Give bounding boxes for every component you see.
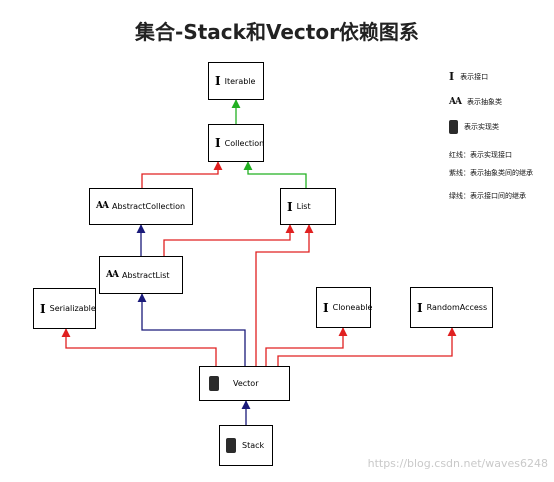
abstract-class-icon: AA — [96, 201, 109, 211]
interface-icon: I — [323, 300, 329, 315]
legend-interface: I 表示接口 — [449, 71, 488, 82]
node-list[interactable]: I List — [280, 188, 336, 225]
node-label: Iterable — [224, 76, 256, 86]
node-label: Collection — [224, 138, 265, 148]
node-randomaccess[interactable]: I RandomAccess — [410, 287, 493, 328]
watermark: https://blog.csdn.net/waves6248 — [367, 457, 548, 470]
node-vector[interactable]: Vector — [199, 366, 290, 401]
interface-icon: I — [215, 136, 221, 150]
interface-icon: I — [287, 199, 293, 214]
edge-list-collection — [243, 161, 307, 188]
legend-abstract: AA 表示抽象类 — [449, 97, 502, 107]
node-label: List — [296, 202, 311, 211]
edge-vector-cloneable — [265, 327, 348, 366]
legend-abstract-label: 表示抽象类 — [466, 98, 502, 106]
diagram-title: 集合-Stack和Vector依赖图系 — [135, 20, 419, 44]
node-label: AbstractList — [121, 270, 170, 280]
node-collection[interactable]: I Collection — [208, 124, 264, 162]
interface-icon: I — [40, 301, 46, 316]
legend-purple-line: 紫线：表示抽象类间的继承 — [449, 169, 533, 177]
edge-abstractcollection-collection — [141, 161, 223, 188]
interface-icon: I — [417, 300, 423, 315]
legend-class: 表示实现类 — [449, 120, 499, 134]
edge-vector-list — [255, 224, 314, 366]
legend-interface-label: 表示接口 — [460, 72, 489, 81]
edge-vector-abstractlist — [137, 293, 246, 366]
node-iterable[interactable]: I Iterable — [208, 62, 264, 100]
node-abstractcollection[interactable]: AA AbstractCollection — [89, 188, 193, 225]
edge-abstractlist-list — [163, 224, 295, 256]
interface-icon: I — [215, 74, 221, 88]
node-label: Serializable — [49, 304, 96, 313]
node-label: RandomAccess — [426, 303, 488, 312]
class-icon — [209, 376, 219, 391]
node-abstractlist[interactable]: AA AbstractList — [99, 256, 183, 294]
abstract-class-icon: AA — [106, 269, 119, 280]
legend-red-line: 红线：表示实现接口 — [449, 151, 512, 159]
legend-green-line: 绿线：表示接口间的继承 — [449, 192, 526, 200]
node-label: AbstractCollection — [111, 202, 186, 211]
node-stack[interactable]: Stack — [219, 425, 273, 466]
node-serializable[interactable]: I Serializable — [33, 288, 96, 329]
interface-icon: I — [449, 70, 455, 83]
legend-class-label: 表示实现类 — [464, 123, 499, 131]
class-icon — [226, 438, 236, 453]
node-label: Cloneable — [332, 303, 373, 312]
class-icon — [449, 120, 458, 134]
node-cloneable[interactable]: I Cloneable — [316, 287, 373, 328]
edge-vector-serializable — [61, 328, 217, 366]
abstract-class-icon: AA — [449, 96, 462, 107]
node-label: Vector — [233, 379, 259, 388]
node-label: Stack — [242, 441, 265, 450]
edge-vector-randomaccess — [277, 327, 457, 366]
